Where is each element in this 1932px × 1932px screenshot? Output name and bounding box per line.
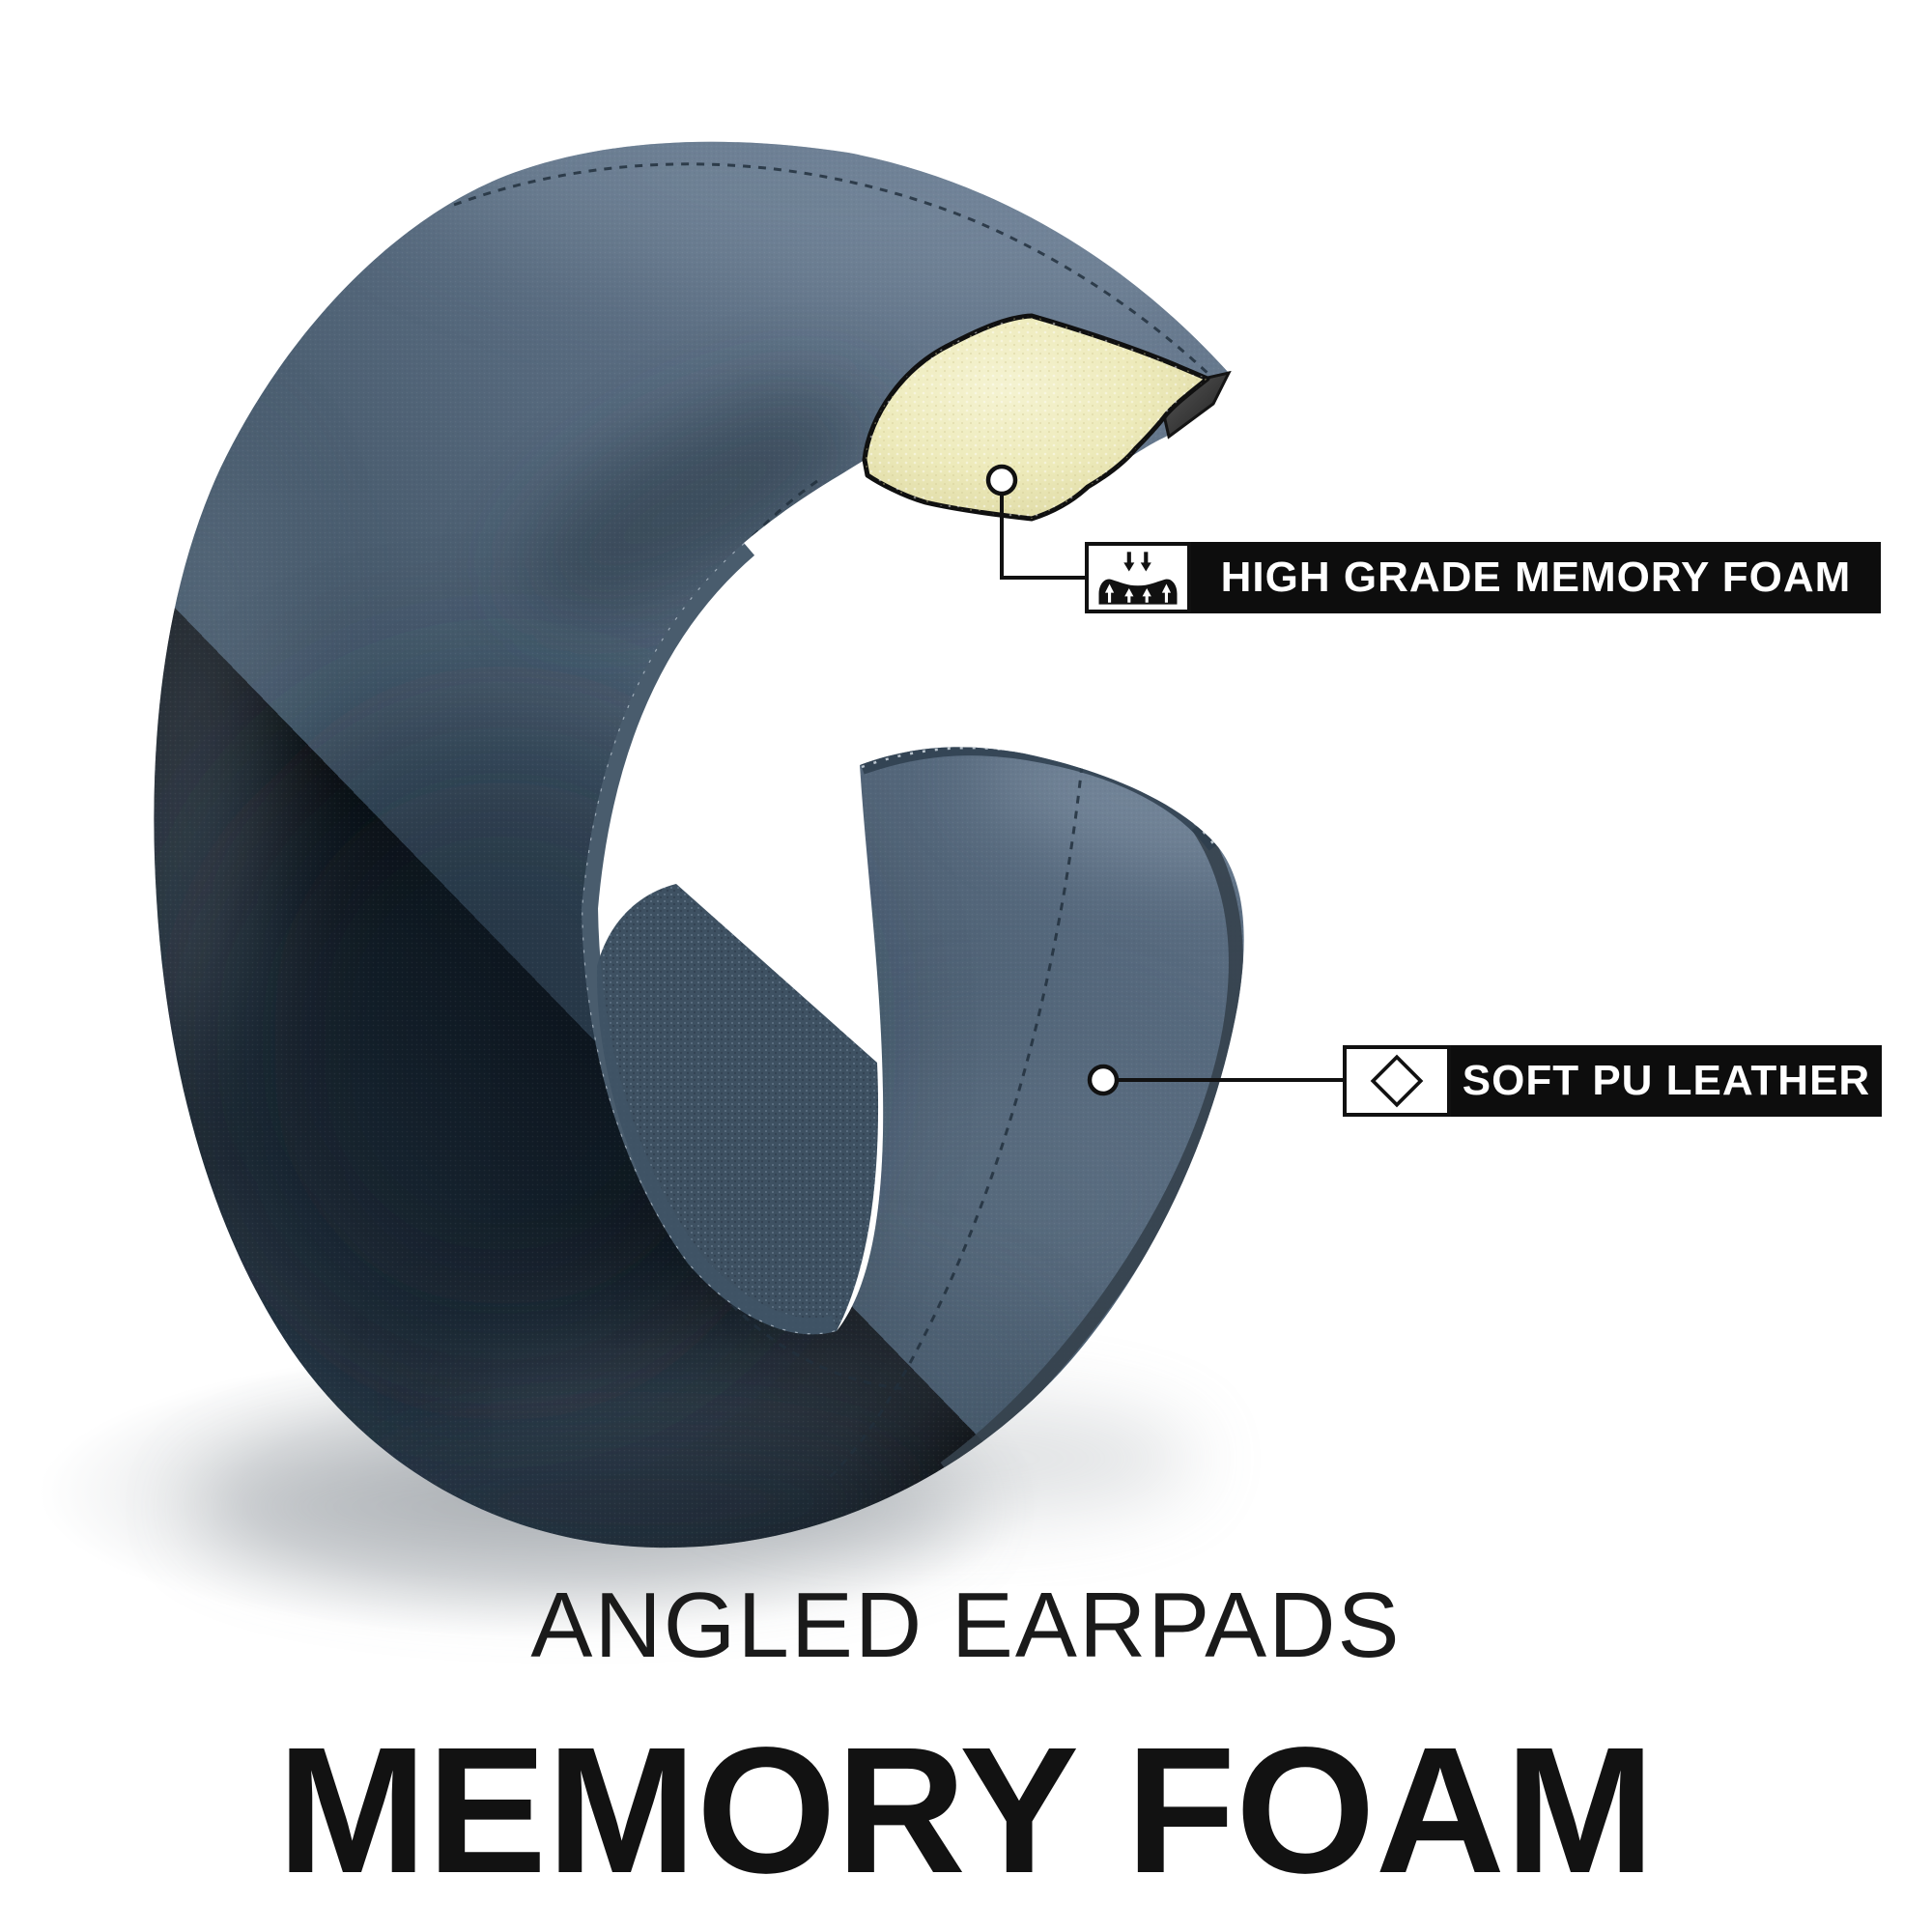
- memory-foam-label-text: HIGH GRADE MEMORY FOAM: [1191, 542, 1881, 613]
- back-plate-edge: [940, 821, 1243, 1475]
- pu-leather-label-text: SOFT PU LEATHER: [1451, 1045, 1882, 1117]
- memory-foam-callout-line: [1000, 495, 1087, 580]
- pu-leather-callout-marker: [1087, 1064, 1120, 1096]
- memory-foam-callout-label: HIGH GRADE MEMORY FOAM: [1085, 542, 1881, 613]
- earpad-inner-fabric: [564, 530, 879, 1351]
- callout-lines: [1000, 495, 1345, 1082]
- diamond-icon: [1343, 1045, 1451, 1117]
- product-subtitle: ANGLED EARPADS: [530, 1574, 1402, 1677]
- memory-foam-callout-marker: [985, 464, 1018, 497]
- pu-leather-callout-label: SOFT PU LEATHER: [1343, 1045, 1882, 1117]
- product-title: MEMORY FOAM: [277, 1711, 1655, 1911]
- foam-compression-icon: [1085, 542, 1191, 613]
